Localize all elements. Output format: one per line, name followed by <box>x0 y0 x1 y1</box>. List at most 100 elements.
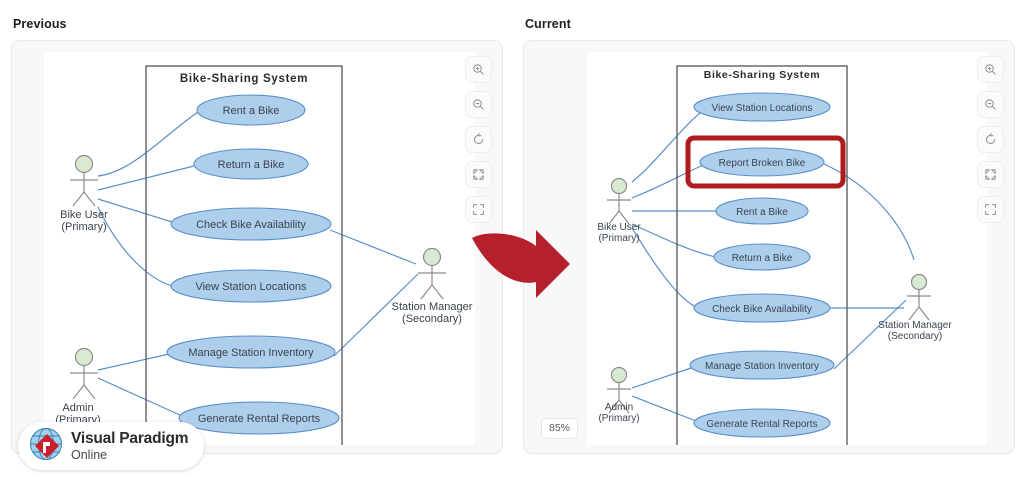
reset-button[interactable] <box>465 126 492 153</box>
fullscreen-button[interactable] <box>977 196 1004 223</box>
use-case-label: Generate Rental Reports <box>198 413 321 425</box>
use-case-label: View Station Locations <box>712 103 813 114</box>
actor-role: (Primary) <box>61 221 106 233</box>
use-case-manage-station-inventory[interactable]: Manage Station Inventory <box>166 335 336 369</box>
connector-admin-generatereports <box>631 395 697 422</box>
pane-label-previous: Previous <box>13 17 67 31</box>
system-boundary-previous <box>145 65 343 445</box>
connector-checkavailability-stationmanager <box>329 229 417 265</box>
fit-screen-button[interactable] <box>977 161 1004 188</box>
fullscreen-corners-icon <box>472 203 485 216</box>
expand-arrows-icon <box>984 168 997 181</box>
fit-screen-button[interactable] <box>465 161 492 188</box>
use-case-label: Return a Bike <box>732 253 793 264</box>
use-case-generate-rental-reports[interactable]: Generate Rental Reports <box>693 408 831 438</box>
actor-role: (Primary) <box>598 413 639 424</box>
connector-bikeuser-viewstations <box>631 109 705 183</box>
connector-admin-generatereports <box>97 377 183 417</box>
change-highlight-box <box>685 135 846 189</box>
use-case-label: Check Bike Availability <box>712 304 812 315</box>
fullscreen-corners-icon <box>984 203 997 216</box>
zoom-in-button[interactable] <box>977 56 1004 83</box>
watermark-subtitle: Online <box>71 447 108 462</box>
actor-bike-user[interactable]: Bike User (Primary) <box>60 154 108 234</box>
use-case-label: Report Broken Bike <box>719 158 806 169</box>
reset-rotate-icon <box>472 133 485 146</box>
pane-previous: Previous <box>11 17 503 454</box>
use-case-return-a-bike[interactable]: Return a Bike <box>713 243 811 271</box>
actor-name: Admin <box>62 402 93 414</box>
zoom-level-badge[interactable]: 85% <box>541 418 579 439</box>
zoom-out-icon <box>984 98 997 111</box>
use-case-generate-rental-reports[interactable]: Generate Rental Reports <box>178 401 340 435</box>
connector-group <box>97 111 419 417</box>
zoom-out-icon <box>472 98 485 111</box>
connector-bikeuser-returnabike <box>631 223 717 258</box>
diagram-frame-previous: Bike-Sharing System Rent a Bike Return a… <box>11 40 503 454</box>
use-case-label: Rent a Bike <box>736 207 788 218</box>
actor-name: Bike User <box>597 222 641 233</box>
use-case-rent-a-bike[interactable]: Rent a Bike <box>196 94 306 126</box>
actor-admin[interactable]: Admin (Primary) <box>598 366 640 425</box>
actor-name: Station Manager <box>878 320 952 331</box>
diagram-frame-current: Bike-Sharing System View Station Locatio… <box>523 40 1015 454</box>
use-case-label: Return a Bike <box>218 159 285 171</box>
use-case-manage-station-inventory[interactable]: Manage Station Inventory <box>689 350 835 380</box>
actor-name: Bike User <box>60 209 108 221</box>
use-case-rent-a-bike[interactable]: Rent a Bike <box>715 197 809 225</box>
visual-paradigm-logo-icon <box>28 426 64 467</box>
actor-bike-user[interactable]: Bike User (Primary) <box>597 177 641 245</box>
connector-bikeuser-rentabike <box>97 111 199 177</box>
zoom-in-icon <box>472 63 485 76</box>
use-case-diagram-current: Bike-Sharing System View Station Locatio… <box>597 65 952 445</box>
pane-current: Current <box>512 0 1024 478</box>
fullscreen-button[interactable] <box>465 196 492 223</box>
use-case-group: View Station Locations Report Broken Bik… <box>689 92 835 438</box>
use-case-label: View Station Locations <box>195 281 307 293</box>
actor-role: (Primary) <box>598 233 639 244</box>
diagram-canvas-current[interactable]: Bike-Sharing System View Station Locatio… <box>587 52 987 445</box>
connector-admin-manageinventory <box>97 351 179 371</box>
use-case-check-bike-availability[interactable]: Check Bike Availability <box>693 293 831 323</box>
diagram-canvas-previous[interactable]: Bike-Sharing System Rent a Bike Return a… <box>44 52 475 445</box>
use-case-view-station-locations[interactable]: View Station Locations <box>693 92 831 122</box>
actor-admin[interactable]: Admin (Primary) <box>55 347 101 427</box>
watermark-text: Visual Paradigm Online <box>71 430 189 462</box>
use-case-label: Manage Station Inventory <box>705 361 819 372</box>
zoom-in-button[interactable] <box>465 56 492 83</box>
zoom-out-button[interactable] <box>977 91 1004 118</box>
use-case-label: Generate Rental Reports <box>706 419 817 430</box>
actor-role: (Secondary) <box>402 313 462 325</box>
zoom-out-button[interactable] <box>465 91 492 118</box>
system-boundary-title: Bike-Sharing System <box>180 73 308 85</box>
use-case-return-a-bike[interactable]: Return a Bike <box>193 148 309 180</box>
use-case-label: Check Bike Availability <box>196 219 306 231</box>
connector-admin-manageinventory <box>631 366 695 389</box>
connector-reportbroken-stationmanager <box>823 163 915 261</box>
connector-bikeuser-checkavailability <box>631 227 699 309</box>
pane-label-current: Current <box>525 17 571 31</box>
reset-rotate-icon <box>984 133 997 146</box>
connector-bikeuser-viewstations <box>97 206 173 287</box>
use-case-check-bike-availability[interactable]: Check Bike Availability <box>170 207 332 241</box>
use-case-report-broken-bike[interactable]: Report Broken Bike <box>699 147 825 177</box>
actor-name: Admin <box>605 402 633 413</box>
watermark-title: Visual Paradigm <box>71 430 189 447</box>
connector-manageinventory-stationmanager <box>833 299 907 370</box>
zoom-in-icon <box>984 63 997 76</box>
actor-station-manager[interactable]: Station Manager (Secondary) <box>392 247 473 326</box>
diagram-toolbar-previous <box>465 56 492 223</box>
expand-arrows-icon <box>472 168 485 181</box>
system-boundary-title: Bike-Sharing System <box>704 69 820 81</box>
actor-name: Station Manager <box>392 301 473 313</box>
connector-group <box>631 109 915 422</box>
connector-bikeuser-reportbroken <box>631 163 707 199</box>
actor-role: (Secondary) <box>888 331 942 342</box>
use-case-label: Manage Station Inventory <box>188 347 314 359</box>
actor-station-manager[interactable]: Station Manager (Secondary) <box>878 273 952 343</box>
connector-bikeuser-checkavailability <box>97 198 173 223</box>
use-case-group: Rent a Bike Return a Bike Check Bike Ava… <box>166 94 340 435</box>
use-case-view-station-locations[interactable]: View Station Locations <box>170 269 332 303</box>
reset-button[interactable] <box>977 126 1004 153</box>
